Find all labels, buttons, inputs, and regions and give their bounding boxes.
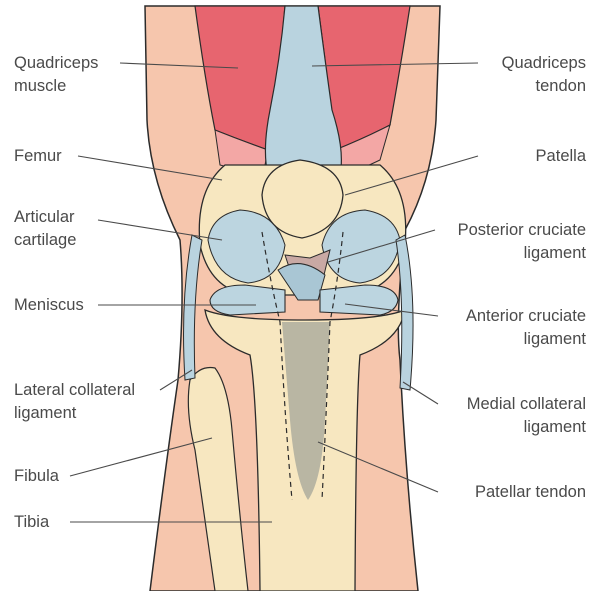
label-fibula: Fibula <box>14 465 59 488</box>
leader-medial-collateral-ligament <box>403 382 438 404</box>
label-patella: Patella <box>536 145 586 168</box>
meniscus-right <box>320 285 398 315</box>
label-articular-cartilage: Articular cartilage <box>14 206 76 252</box>
label-quadriceps-tendon: Quadriceps tendon <box>502 52 586 98</box>
label-text: Patellar tendon <box>475 481 586 504</box>
label-meniscus: Meniscus <box>14 294 84 317</box>
label-text: ligament <box>466 328 586 351</box>
label-text: Articular <box>14 206 76 229</box>
label-text: ligament <box>14 402 135 425</box>
label-medial-collateral-ligament: Medial collateral ligament <box>467 393 586 439</box>
label-quadriceps-muscle: Quadriceps muscle <box>14 52 98 98</box>
label-lateral-collateral-ligament: Lateral collateral ligament <box>14 379 135 425</box>
meniscus-left <box>210 285 285 315</box>
label-text: Patella <box>536 145 586 168</box>
label-text: ligament <box>467 416 586 439</box>
label-text: cartilage <box>14 229 76 252</box>
label-text: Quadriceps <box>502 52 586 75</box>
label-text: Tibia <box>14 511 49 534</box>
label-text: Femur <box>14 145 62 168</box>
label-text: Meniscus <box>14 294 84 317</box>
label-text: Anterior cruciate <box>466 305 586 328</box>
label-femur: Femur <box>14 145 62 168</box>
label-patellar-tendon: Patellar tendon <box>475 481 586 504</box>
label-text: Fibula <box>14 465 59 488</box>
label-text: Lateral collateral <box>14 379 135 402</box>
label-text: ligament <box>458 242 586 265</box>
label-text: tendon <box>502 75 586 98</box>
label-posterior-cruciate-ligament: Posterior cruciate ligament <box>458 219 586 265</box>
label-text: Quadriceps <box>14 52 98 75</box>
label-text: Posterior cruciate <box>458 219 586 242</box>
label-tibia: Tibia <box>14 511 49 534</box>
label-anterior-cruciate-ligament: Anterior cruciate ligament <box>466 305 586 351</box>
label-text: muscle <box>14 75 98 98</box>
label-text: Medial collateral <box>467 393 586 416</box>
